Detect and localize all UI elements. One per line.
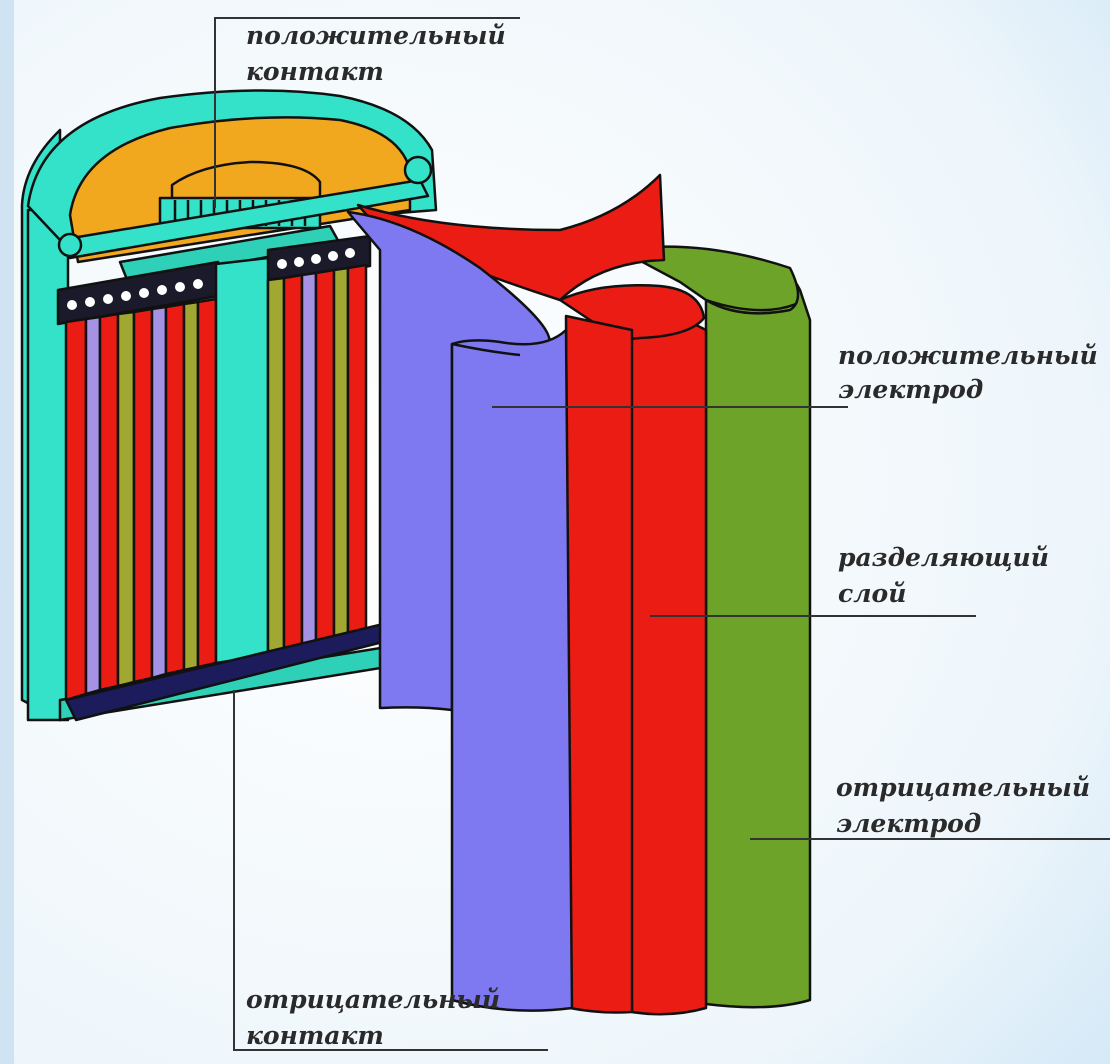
- label-separator-2: слой: [838, 579, 906, 608]
- label-positive-electrode-1: положительный: [838, 341, 1098, 370]
- label-separator-1: разделяющий: [838, 543, 1049, 572]
- label-positive-electrode-2: электрод: [838, 375, 983, 404]
- background-border-left: [0, 0, 14, 1064]
- label-positive-contact-1: положительный: [246, 21, 506, 50]
- label-negative-contact-2: контакт: [246, 1021, 384, 1050]
- electrode-strips: [66, 258, 366, 700]
- label-negative-electrode-1: отрицательный: [836, 773, 1090, 802]
- label-positive-contact-2: контакт: [246, 57, 384, 86]
- label-negative-electrode-2: электрод: [836, 809, 981, 838]
- label-negative-contact-1: отрицательный: [246, 985, 500, 1014]
